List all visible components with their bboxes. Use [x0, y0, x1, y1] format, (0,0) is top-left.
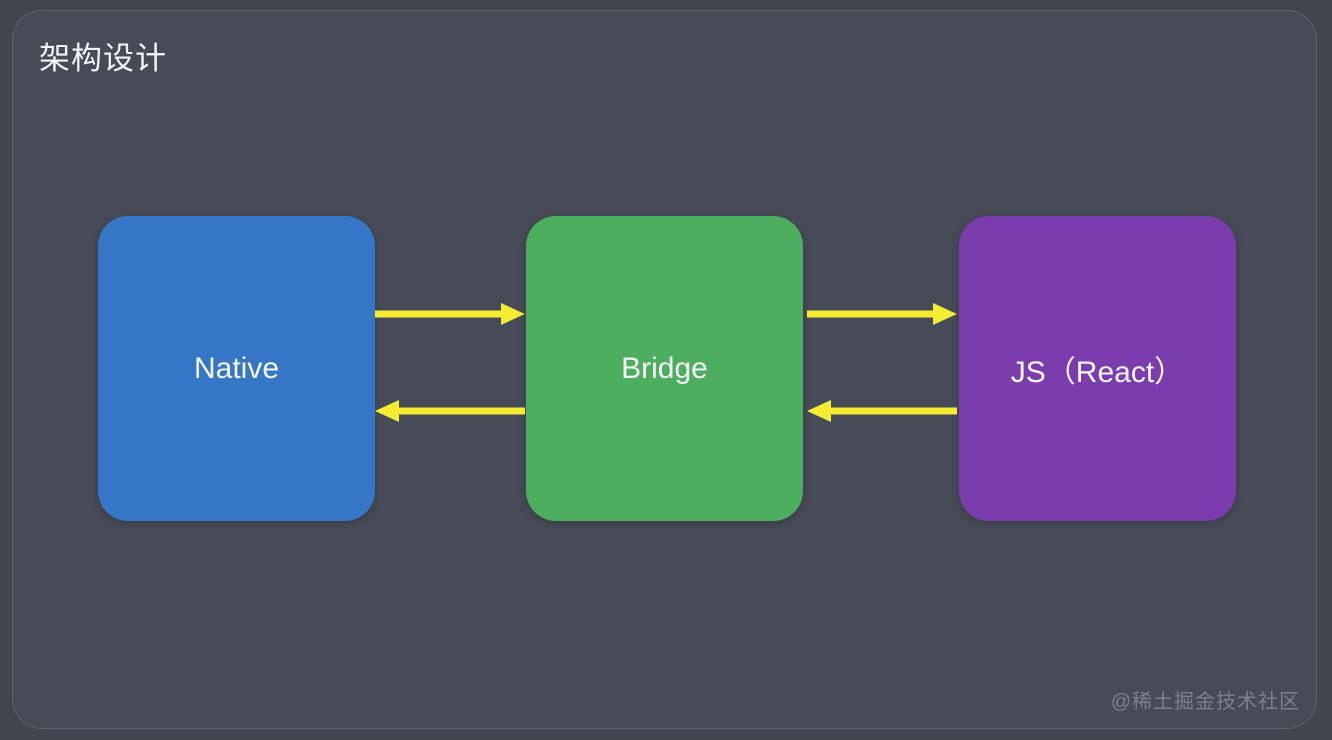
slide-title: 架构设计: [39, 41, 167, 76]
watermark: @稀土掘金技术社区: [1110, 691, 1300, 713]
node-native-label: Native: [193, 351, 280, 385]
node-native: Native: [98, 216, 375, 521]
node-js-label: JS（React）: [1010, 355, 1185, 389]
arrow-bridge-to-native-icon: [375, 400, 525, 422]
node-js: JS（React）: [959, 216, 1236, 521]
arrow-native-to-bridge-icon: [375, 303, 525, 325]
node-bridge-label: Bridge: [621, 351, 708, 385]
arrow-js-to-bridge-icon: [807, 400, 957, 422]
arrow-bridge-to-js-icon: [807, 303, 957, 325]
node-bridge: Bridge: [526, 216, 803, 521]
slide-frame: 架构设计 Native Bridge JS（React） @稀土掘金技术社区: [12, 10, 1317, 729]
